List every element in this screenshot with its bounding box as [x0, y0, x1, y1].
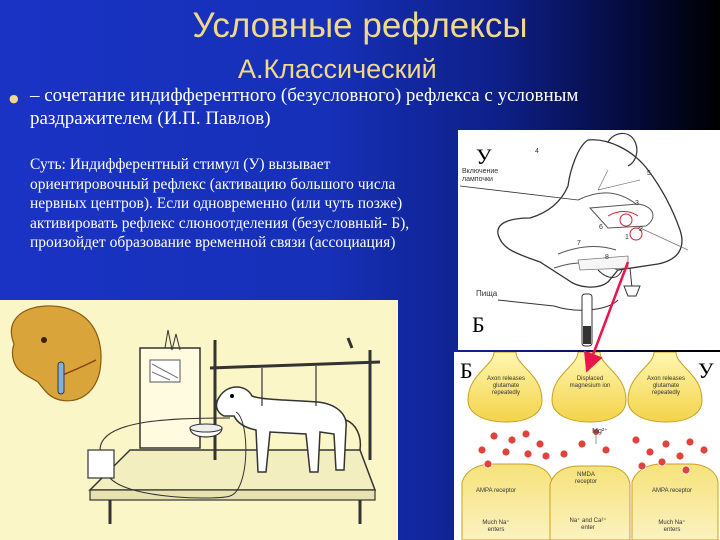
dog-head-diagram: У Включение лампочки Пища Б 4 5 3 2 1 6 … [458, 130, 720, 350]
saliva-tube [57, 361, 65, 395]
out-right-label: Much Na⁺ enters [658, 520, 686, 533]
ampa-right-label: AMPA receptor [652, 488, 692, 494]
slide-subtitle: А.Классический [238, 54, 437, 84]
table-top [88, 449, 377, 491]
number-2: 2 [639, 226, 643, 233]
postsynaptic-nmda [549, 465, 631, 540]
number-1: 1 [625, 234, 629, 241]
number-3: 3 [635, 200, 639, 207]
glutamate-molecules [477, 429, 709, 475]
out-middle-label: Na⁺ and Ca²⁺ enter [569, 518, 607, 531]
left-terminal-label: Axon releases glutamate repeatedly [486, 376, 526, 396]
dog-body [215, 386, 347, 473]
synapse-label-b: Б [460, 358, 473, 383]
pavlov-apparatus-illustration [0, 300, 398, 540]
dog-head-inset [10, 305, 102, 402]
bullet-text: – сочетание индифферентного (безусловног… [30, 85, 579, 129]
middle-terminal-label: Displaced magnesium ion [569, 376, 611, 389]
presynaptic-terminal-left [467, 352, 543, 423]
synapse-drawing [461, 352, 719, 540]
lamp-caption: Включение лампочки [462, 168, 499, 183]
collection-jar [87, 449, 115, 479]
slide-title: Условные рефлексы [192, 6, 528, 45]
postsynaptic-ampa-right [631, 463, 719, 540]
right-terminal-label: Axon releases glutamate repeatedly [646, 376, 686, 396]
dog-head-outline [497, 139, 683, 288]
dog-head-drawing [459, 132, 689, 347]
head-label-u: У [476, 144, 492, 169]
number-8: 8 [605, 254, 609, 261]
head-label-b: Б [472, 312, 485, 337]
synapse-label-u: У [698, 358, 714, 383]
number-4: 4 [535, 148, 539, 155]
number-6: 6 [599, 224, 603, 231]
presynaptic-terminal-middle [551, 352, 627, 423]
food-caption: Пища [476, 289, 498, 298]
out-left-label: Much Na⁺ enters [482, 520, 510, 533]
mg-label: Mg²⁺ [592, 428, 608, 435]
ampa-left-label: AMPA receptor [476, 488, 516, 494]
essence-text: Суть: Индифферентный стимул (У) вызывает… [30, 156, 410, 251]
presynaptic-terminal-right [627, 352, 703, 423]
pavlov-apparatus-drawing [10, 305, 381, 524]
synapse-diagram: Б У Axon releases glutamate repeatedly D… [454, 352, 720, 540]
nmda-label: NMDA receptor [574, 472, 597, 485]
number-5: 5 [647, 170, 651, 177]
bullet-icon: ● [9, 92, 19, 105]
number-7: 7 [577, 240, 581, 247]
test-tube-fluid [583, 326, 591, 344]
dog-eye [41, 337, 47, 343]
